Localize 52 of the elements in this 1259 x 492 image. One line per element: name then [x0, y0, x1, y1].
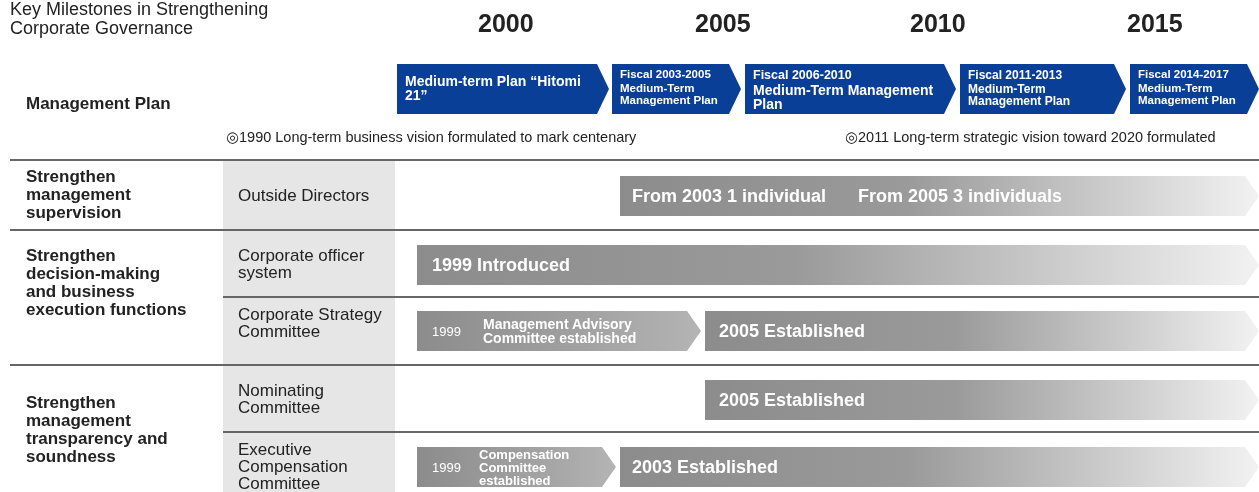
bar-label: Fiscal 2011-2013 — [968, 69, 1064, 81]
bar-label: 1999 — [432, 325, 462, 338]
bar-label: 1999 — [432, 461, 462, 474]
bar-label: 2003 Established — [632, 458, 780, 476]
row-heading: Strengthen management supervision — [26, 168, 132, 222]
year-label: 2015 — [1127, 10, 1184, 37]
bar-label: Compensation Committee established — [479, 448, 571, 487]
row-heading: Strengthen management transparency and soundness — [26, 394, 169, 466]
plan-arrow-band — [612, 64, 741, 114]
timeline-bar — [620, 176, 1259, 216]
timeline-bar — [417, 245, 1259, 285]
bar-label: Medium-term Plan “Hitomi 21” — [405, 74, 582, 102]
row-label: Corporate Strategy Committee — [238, 306, 383, 340]
row-heading: Strengthen decision-making and business execution functions — [26, 247, 188, 319]
bar-label: Medium-Term Management Plan — [753, 83, 935, 111]
row-header-cell — [223, 298, 395, 364]
bar-label: From 2005 3 individuals — [858, 187, 1064, 205]
bar-label: Medium-Term Management Plan — [1138, 83, 1237, 106]
note-text: ◎2011 Long-term strategic vision toward 2020 formulated — [845, 130, 1217, 146]
bar-label: Medium-Term Management Plan — [620, 83, 719, 106]
row-header-cell — [223, 433, 395, 492]
timeline-bar — [417, 311, 701, 351]
bar-label: Fiscal 2014-2017 — [1138, 69, 1230, 81]
timeline-bar — [620, 447, 1259, 487]
bar-label: From 2003 1 individual — [632, 187, 828, 205]
row-heading: Management Plan — [26, 95, 172, 113]
row-label: Executive Compensation Committee — [238, 441, 349, 492]
year-label: 2000 — [478, 10, 535, 37]
plan-arrow-band — [960, 64, 1126, 114]
title-text: Key Milestones in Strengthening Corporate Governance — [10, 0, 270, 38]
note-text: ◎1990 Long-term business vision formulated to mark centenary — [226, 130, 638, 146]
timeline-bar — [705, 311, 1259, 351]
bar-label: Management Advisory Committee established — [483, 317, 638, 345]
row-header-cell — [223, 366, 395, 431]
plan-arrow-band — [1130, 64, 1259, 114]
bar-label: Fiscal 2003-2005 — [620, 69, 712, 81]
row-label: Outside Directors — [238, 187, 371, 204]
year-label: 2010 — [910, 10, 967, 37]
row-label: Nominating Committee — [238, 382, 325, 416]
row-header-cell — [223, 161, 395, 229]
year-label: 2005 — [695, 10, 752, 37]
timeline-bar — [417, 447, 616, 487]
row-label: Corporate officer system — [238, 247, 366, 281]
bar-label: 2005 Established — [719, 322, 867, 340]
plan-arrow-band — [397, 64, 609, 114]
timeline-bar — [705, 380, 1259, 420]
row-header-cell — [223, 231, 395, 296]
bar-label: 1999 Introduced — [432, 256, 572, 274]
plan-arrow-band — [745, 64, 956, 114]
bar-label: Fiscal 2006-2010 — [753, 69, 853, 82]
bar-label: 2005 Established — [719, 391, 867, 409]
bar-label: Medium-Term Management Plan — [968, 83, 1072, 107]
